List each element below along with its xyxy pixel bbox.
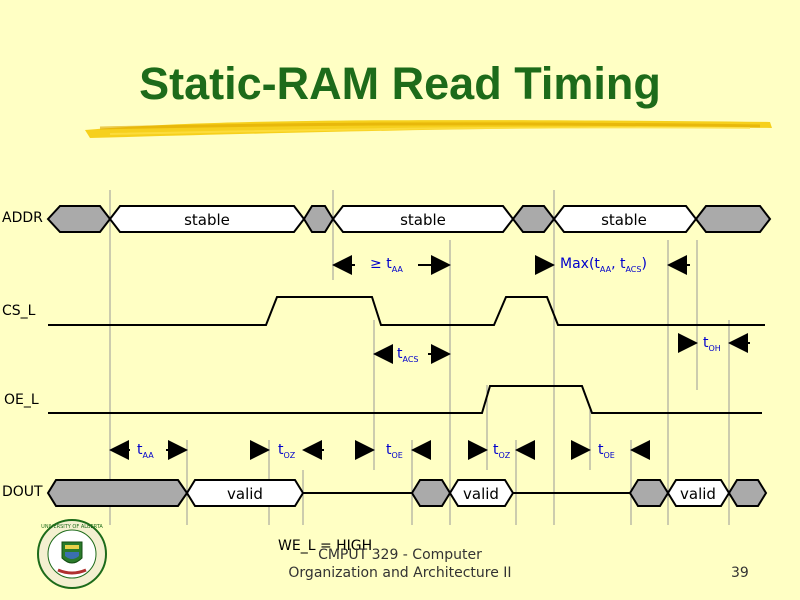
addr-stable-label-3: stable (601, 211, 647, 229)
we-high-note: WE_L = HIGH (278, 538, 373, 554)
footer-course-name: Organization and Architecture II (288, 565, 512, 581)
dout-valid-label-1: valid (227, 485, 263, 503)
page-number: 39 (731, 565, 749, 581)
annot-max: Max(tAA, tACS) (560, 256, 647, 274)
cs-waveform (48, 296, 765, 326)
timing-arrows (109, 255, 750, 460)
timing-annotations: ≥ tAA Max(tAA, tACS) tACS tOH tAA tOZ tO… (137, 256, 721, 460)
footer-course: CMPUT 329 - Computer (318, 547, 482, 563)
dout-valid-label-2: valid (463, 485, 499, 503)
annot-toe-1: tOE (386, 442, 403, 460)
svg-text:UNIVERSITY OF ALBERTA: UNIVERSITY OF ALBERTA (41, 524, 103, 530)
addr-stable-label-1: stable (184, 211, 230, 229)
annot-toz-2: tOZ (493, 442, 511, 460)
dout-invalid-4 (727, 479, 768, 507)
annot-ge-taa: ≥ tAA (370, 256, 403, 274)
signal-label-addr: ADDR (2, 210, 43, 226)
slide-title: Static-RAM Read Timing (139, 58, 661, 109)
addr-invalid-2 (302, 205, 335, 233)
addr-invalid-4 (694, 205, 772, 233)
addr-stable-label-2: stable (400, 211, 446, 229)
signal-label-dout: DOUT (2, 484, 43, 500)
annot-toh: tOH (703, 335, 721, 353)
university-crest-logo: UNIVERSITY OF ALBERTA (37, 519, 107, 589)
annot-taa: tAA (137, 442, 154, 460)
addr-bus (46, 205, 772, 233)
annot-toz-1: tOZ (278, 442, 296, 460)
dout-valid-label-3: valid (680, 485, 716, 503)
annot-tacs: tACS (397, 346, 419, 364)
brush-stroke-decoration (85, 120, 772, 138)
reference-lines (109, 190, 730, 525)
dout-bus (46, 479, 768, 507)
signal-label-cs: CS_L (2, 303, 36, 319)
addr-invalid-3 (511, 205, 556, 233)
slide-footer: CMPUT 329 - Computer Organization and Ar… (240, 546, 560, 582)
dout-invalid-2 (410, 479, 452, 507)
addr-invalid-1 (46, 205, 112, 233)
oe-waveform (48, 385, 762, 414)
dout-invalid-3 (628, 479, 670, 507)
signal-label-oe: OE_L (4, 392, 39, 408)
annot-toe-2: tOE (598, 442, 615, 460)
dout-invalid-1 (46, 479, 189, 507)
